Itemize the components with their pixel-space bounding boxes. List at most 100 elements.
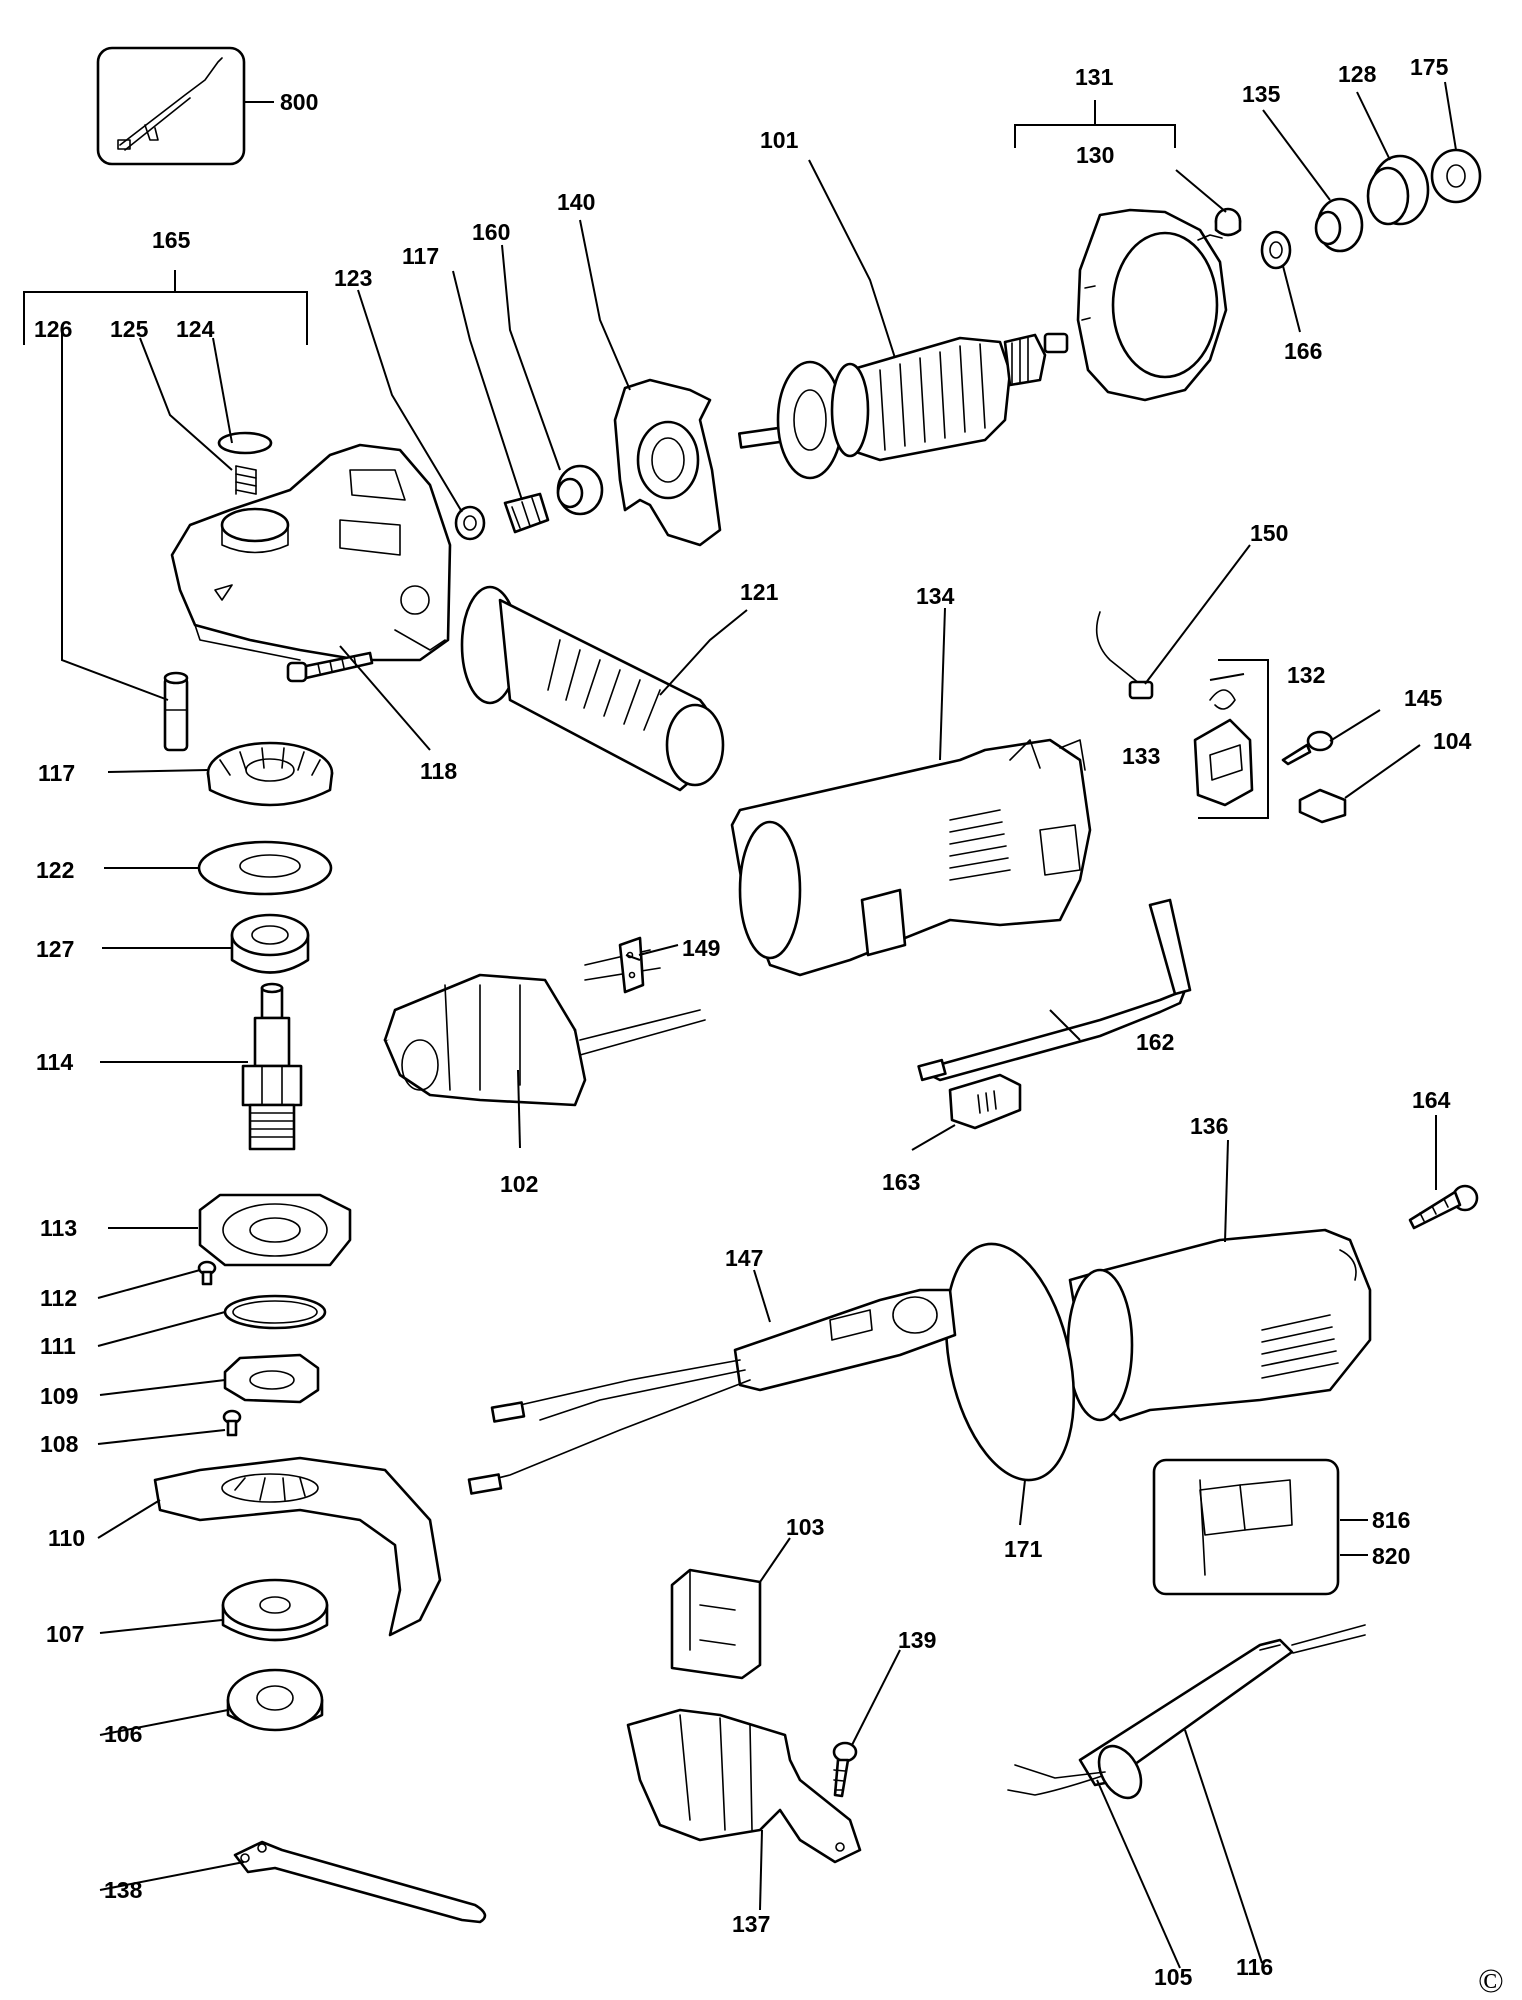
label-130: 130 <box>1076 142 1114 168</box>
part-116-cable <box>1078 1624 1366 1800</box>
label-114: 114 <box>36 1049 73 1075</box>
part-105-cable-wires <box>1007 1764 1106 1796</box>
label-117a: 117 <box>402 243 439 269</box>
label-137: 137 <box>732 1911 770 1937</box>
label-820: 820 <box>1372 1543 1410 1569</box>
label-164: 164 <box>1412 1087 1451 1113</box>
part-132-brush-holder <box>1193 718 1254 807</box>
label-110: 110 <box>48 1525 85 1551</box>
label-113: 113 <box>40 1215 77 1241</box>
label-134: 134 <box>916 583 955 609</box>
label-139: 139 <box>898 1627 936 1653</box>
label-121: 121 <box>740 579 779 605</box>
label-125: 125 <box>110 316 149 342</box>
part-106-nut <box>226 1668 324 1732</box>
label-135: 135 <box>1242 81 1281 107</box>
label-122: 122 <box>36 857 74 883</box>
label-132: 132 <box>1287 662 1325 688</box>
part-122-plate <box>197 840 333 896</box>
part-103-capacitor <box>670 1568 762 1680</box>
label-112: 112 <box>40 1285 77 1311</box>
label-800: 800 <box>280 89 318 115</box>
label-111: 111 <box>40 1333 76 1359</box>
part-175-ring <box>1430 148 1482 204</box>
label-102: 102 <box>500 1171 538 1197</box>
part-160-bearing <box>556 464 604 516</box>
part-134-motor-housing <box>730 738 1092 977</box>
part-113-bearing-plate <box>198 1193 352 1267</box>
part-124-o-ring <box>217 431 273 455</box>
part-147-switch <box>467 1288 957 1495</box>
label-104: 104 <box>1433 728 1472 754</box>
label-140: 140 <box>557 189 595 215</box>
part-135-bearing <box>1314 197 1364 253</box>
label-105: 105 <box>1154 1964 1193 1990</box>
part-166-washer <box>1260 230 1292 270</box>
label-163: 163 <box>882 1169 920 1195</box>
label-127: 127 <box>36 936 74 962</box>
part-131-bearing-housing <box>1076 208 1228 402</box>
label-128: 128 <box>1338 61 1377 87</box>
part-149-bracket <box>618 936 645 994</box>
part-163-switch-button <box>948 1073 1022 1130</box>
part-108-screw <box>222 1409 242 1437</box>
label-166: 166 <box>1284 338 1322 364</box>
label-162: 162 <box>1136 1029 1174 1055</box>
part-800-box <box>96 46 246 166</box>
part-104-brush <box>1298 788 1347 824</box>
part-164-screw <box>1408 1184 1479 1230</box>
part-137-cable-holder <box>626 1708 862 1864</box>
part-133-spring <box>1209 689 1236 710</box>
part-123-nut <box>454 505 486 541</box>
label-124: 124 <box>176 316 215 342</box>
label-175: 175 <box>1410 54 1449 80</box>
label-116: 116 <box>1236 1954 1273 1980</box>
label-109: 109 <box>40 1383 78 1409</box>
part-136-rear-housing <box>1066 1228 1372 1422</box>
part-117-bevel-gear <box>206 741 334 807</box>
label-165: 165 <box>152 227 191 253</box>
part-127-bearing <box>230 913 310 974</box>
part-109-clamp <box>223 1353 320 1404</box>
part-112-screw <box>197 1260 217 1286</box>
part-121-side-handle <box>460 585 725 792</box>
label-138: 138 <box>104 1877 143 1903</box>
label-118: 118 <box>420 758 457 784</box>
label-126: 126 <box>34 316 72 342</box>
gear-housing <box>170 443 452 662</box>
part-117-pinion <box>503 492 550 534</box>
label-108: 108 <box>40 1431 79 1457</box>
label-136: 136 <box>1190 1113 1228 1139</box>
part-171-o-ring <box>944 1242 1076 1482</box>
part-138-spanner <box>233 1840 487 1924</box>
part-128-ring <box>1366 154 1430 226</box>
part-126-pin <box>163 671 189 752</box>
part-150-brush-lead <box>1095 611 1154 700</box>
part-130-bushing <box>1214 207 1242 237</box>
label-160: 160 <box>472 219 510 245</box>
label-106: 106 <box>104 1721 142 1747</box>
label-101: 101 <box>760 127 799 153</box>
label-150: 150 <box>1250 520 1288 546</box>
label-131: 131 <box>1075 64 1114 90</box>
label-816: 816 <box>1372 1507 1410 1533</box>
part-107-flange <box>221 1578 329 1642</box>
part-125-spring <box>235 465 257 495</box>
label-103: 103 <box>786 1514 824 1540</box>
label-123: 123 <box>334 265 372 291</box>
part-111-ring <box>223 1294 327 1330</box>
part-816-820-box <box>1152 1458 1340 1596</box>
label-133: 133 <box>1122 743 1160 769</box>
label-147: 147 <box>725 1245 763 1271</box>
label-145: 145 <box>1404 685 1443 711</box>
label-117b: 117 <box>38 760 75 786</box>
part-114-spindle <box>241 982 303 1151</box>
part-139-screw <box>832 1741 858 1798</box>
copyright-symbol: © <box>1478 1963 1504 2000</box>
part-140-baffle <box>613 378 722 547</box>
label-171: 171 <box>1004 1536 1043 1562</box>
label-149: 149 <box>682 935 720 961</box>
part-162-switch-rod <box>917 898 1192 1082</box>
label-107: 107 <box>46 1621 84 1647</box>
